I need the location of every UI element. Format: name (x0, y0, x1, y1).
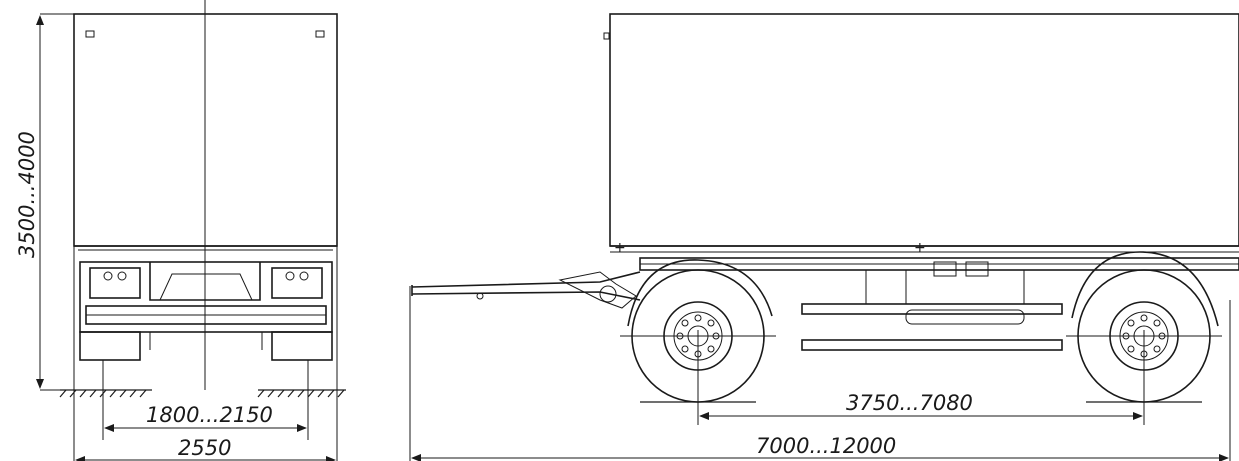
rear-ground-right (257, 389, 346, 398)
side-view: + + (409, 13, 1239, 461)
width-dimension-label: 2550 (178, 436, 231, 460)
rear-lamp-right (271, 267, 323, 299)
track-dimension-label: 1800...2150 (146, 403, 273, 427)
side-guard-lower (801, 339, 1063, 351)
side-cargo-box (609, 13, 1239, 247)
rear-frame (79, 261, 333, 333)
rear-marker-light-left (85, 30, 95, 38)
front-mudguard (627, 259, 773, 327)
rear-mudguard (1071, 251, 1219, 327)
rear-tyre-right (271, 331, 333, 361)
rear-tyre-left (79, 331, 141, 361)
length-dimension-label: 7000...12000 (756, 434, 896, 458)
wheelbase-dimension-label: 3750...7080 (846, 391, 973, 415)
svg-text:+: + (914, 240, 926, 256)
rear-marker-light-right (315, 30, 325, 38)
height-dimension-label: 3500...4000 (15, 131, 39, 258)
side-guard-upper (801, 303, 1063, 315)
svg-text:+: + (614, 240, 626, 256)
rear-ground-left (59, 389, 152, 398)
rear-view: 3500...4000 1800...2150 2550 (15, 0, 346, 461)
rear-lamp-left (89, 267, 141, 299)
